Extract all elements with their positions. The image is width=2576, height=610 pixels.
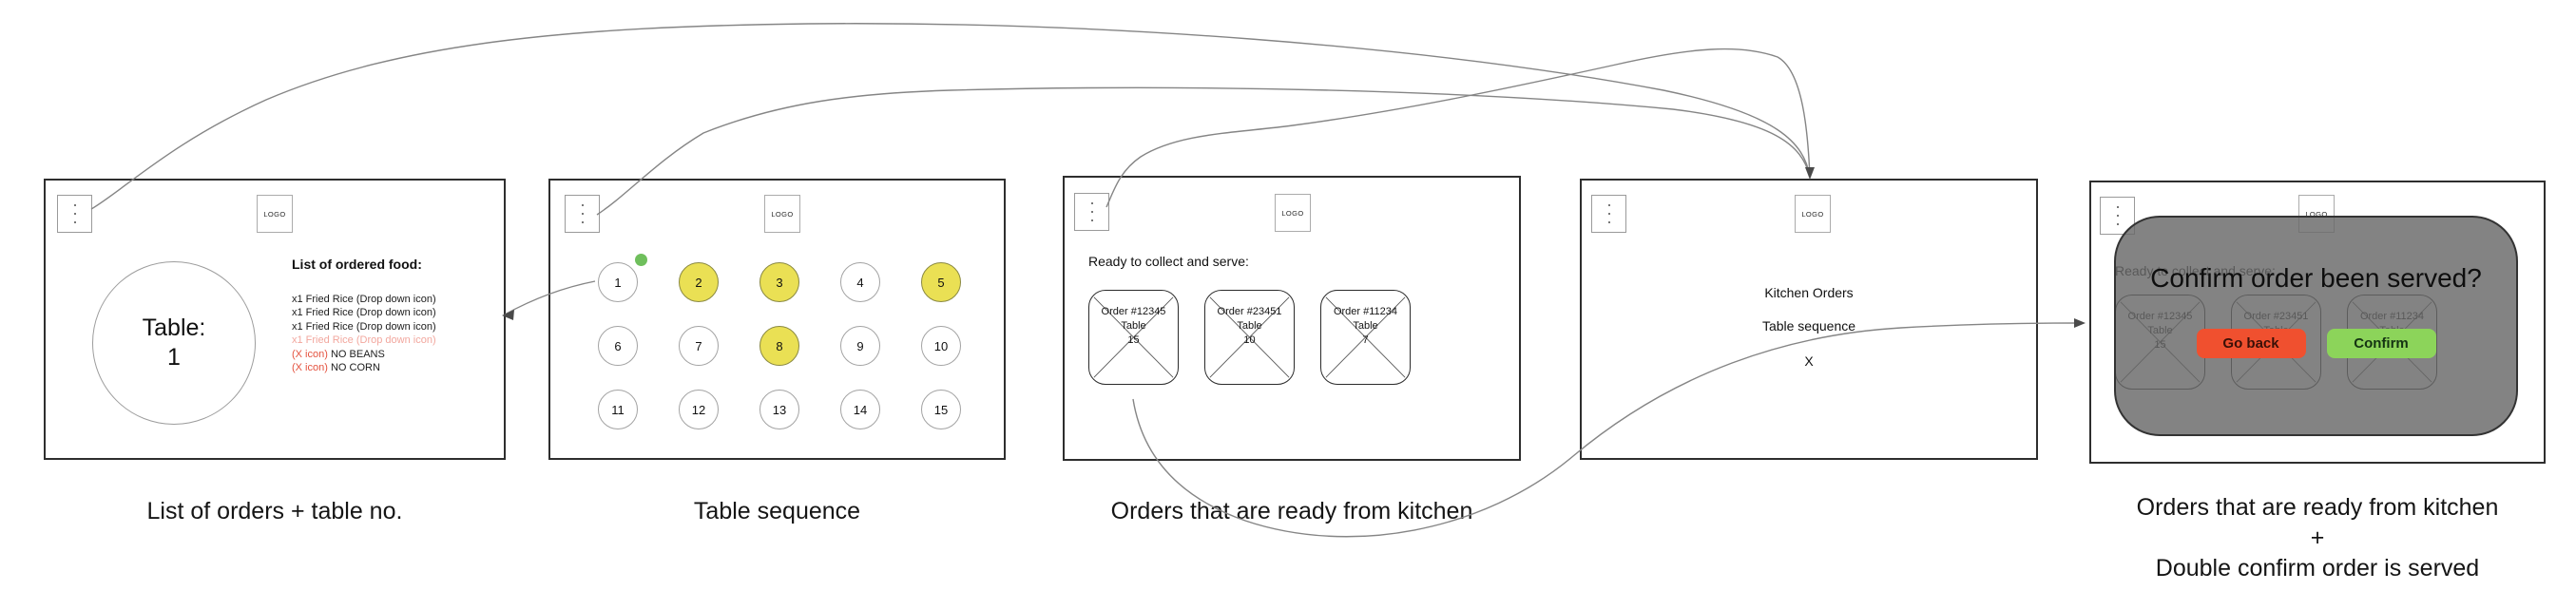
table-number: 1: [167, 344, 181, 371]
caption-order-list: List of orders + table no.: [146, 498, 403, 524]
confirm-modal: Confirm order been served? Go back Confi…: [2114, 216, 2518, 436]
menu-dot: [73, 221, 76, 223]
table-circle-12[interactable]: 12: [679, 390, 719, 429]
table-circle-10[interactable]: 10: [921, 326, 961, 366]
menu-icon[interactable]: [57, 195, 92, 233]
x-icon: (X icon): [292, 362, 331, 374]
menu-dot: [581, 221, 584, 223]
caption-line: +: [2310, 524, 2325, 551]
menu-dot: [1607, 204, 1610, 206]
table-circle-14[interactable]: 14: [840, 390, 880, 429]
food-list: x1 Fried Rice (Drop down icon)x1 Fried R…: [292, 293, 436, 374]
food-item[interactable]: x1 Fried Rice (Drop down icon): [292, 320, 436, 333]
confirm-modal-buttons: Go back Confirm: [2116, 329, 2516, 358]
caption-table-sequence: Table sequence: [693, 498, 861, 524]
menu-dot: [73, 204, 76, 206]
menu-icon[interactable]: [1591, 195, 1626, 233]
menu-dot: [73, 213, 76, 215]
menu-dot: [2116, 206, 2119, 208]
ready-heading: Ready to collect and serve:: [1088, 254, 1249, 269]
screen-order-list: LOGO Table: 1 List of ordered food: x1 F…: [44, 179, 506, 460]
menu-icon[interactable]: [565, 195, 600, 233]
table-circle-4[interactable]: 4: [840, 262, 880, 302]
screen-confirm-served: LOGO Ready to collect and serve: Order #…: [2089, 181, 2546, 464]
new-order-dot: [635, 254, 647, 266]
menu-dot: [581, 204, 584, 206]
food-item[interactable]: x1 Fried Rice (Drop down icon): [292, 294, 436, 305]
table-circle-2[interactable]: 2: [679, 262, 719, 302]
table-circle-6[interactable]: 6: [598, 326, 638, 366]
table-circle-8[interactable]: 8: [759, 326, 799, 366]
menu-dot: [1090, 202, 1093, 204]
caption-confirm-served: Orders that are ready from kitchen + Dou…: [2089, 492, 2546, 583]
menu-dot: [1607, 213, 1610, 215]
logo-placeholder: LOGO: [764, 195, 800, 233]
table-circle-9[interactable]: 9: [840, 326, 880, 366]
food-item[interactable]: (X icon) NO CORN: [292, 362, 380, 374]
table-circle-3[interactable]: 3: [759, 262, 799, 302]
logo-placeholder: LOGO: [1275, 194, 1311, 232]
arrowhead-into-p5: [2074, 318, 2086, 328]
confirm-button[interactable]: Confirm: [2326, 329, 2436, 358]
menu-item-close[interactable]: X: [1804, 353, 1814, 369]
food-list-heading: List of ordered food:: [292, 257, 422, 272]
go-back-button[interactable]: Go back: [2196, 329, 2306, 358]
food-item[interactable]: x1 Fried Rice (Drop down icon): [292, 307, 436, 319]
menu-item-kitchen-orders[interactable]: Kitchen Orders: [1764, 285, 1854, 300]
menu-item-table-sequence[interactable]: Table sequence: [1761, 318, 1856, 334]
x-icon: (X icon): [292, 348, 331, 360]
logo-placeholder: LOGO: [257, 195, 293, 233]
table-circle-11[interactable]: 11: [598, 390, 638, 429]
menu-dot: [1090, 219, 1093, 221]
menu-dot: [1090, 211, 1093, 213]
menu-dot: [1607, 221, 1610, 223]
screen-ready-orders: LOGO Ready to collect and serve: Order #…: [1063, 176, 1521, 461]
table-circle-5[interactable]: 5: [921, 262, 961, 302]
food-item[interactable]: x1 Fried Rice (Drop down icon): [292, 334, 436, 347]
menu-dot: [581, 213, 584, 215]
caption-ready-orders: Orders that are ready from kitchen: [1110, 498, 1473, 524]
menu-dot: [2116, 223, 2119, 225]
screen-menu: LOGO Kitchen Orders Table sequence X: [1580, 179, 2038, 460]
table-label: Table:: [142, 315, 206, 341]
logo-placeholder: LOGO: [1795, 195, 1831, 233]
table-circle-15[interactable]: 15: [921, 390, 961, 429]
table-circle-1[interactable]: 1: [598, 262, 638, 302]
caption-line: Double confirm order is served: [2155, 555, 2480, 581]
table-circle-7[interactable]: 7: [679, 326, 719, 366]
menu-icon[interactable]: [1074, 193, 1109, 231]
menu-dot: [2116, 215, 2119, 217]
food-item[interactable]: (X icon) NO BEANS: [292, 348, 385, 360]
caption-line: Orders that are ready from kitchen: [2136, 494, 2499, 521]
table-number-circle: Table: 1: [92, 261, 256, 425]
confirm-modal-title: Confirm order been served?: [2150, 263, 2482, 293]
table-circle-13[interactable]: 13: [759, 390, 799, 429]
